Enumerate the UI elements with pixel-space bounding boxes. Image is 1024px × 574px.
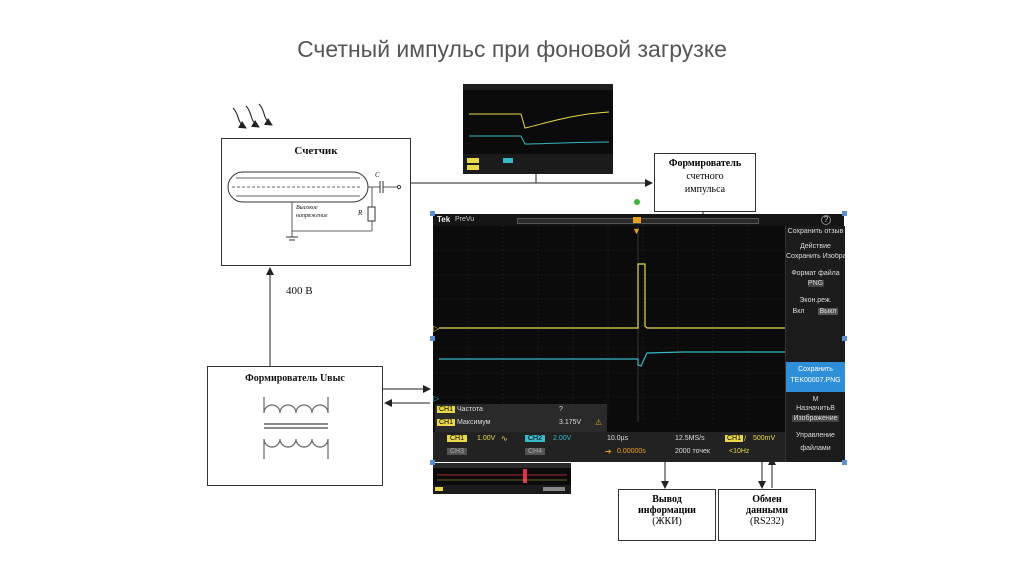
pulse-shaper-box: Формирователь счетного импульса [654,153,756,212]
ch1-marker: ▷ [433,324,440,333]
trigger-marker: ▼ [632,226,641,236]
ch2-badge[interactable]: CH2 [525,435,546,442]
display-line2: информации [638,505,696,516]
thumbnail-bottom-waveforms [433,463,571,494]
timebase[interactable]: 10.0µs [607,435,629,442]
transformer-symbol [263,397,329,459]
radiation-arrows [232,103,273,129]
ch1-badge[interactable]: CH1 [447,435,468,442]
eco-label: Экон.реж. [799,297,832,304]
trigger-frequency: <10Hz [729,448,750,455]
slide-title: Счетный импульс при фоновой загрузке [297,36,727,62]
trigger-ch-badge[interactable]: CH1 [725,435,744,442]
selection-handle[interactable] [430,336,435,341]
display-output-box: Вывод информации (ЖКИ) [618,489,716,541]
manage-files-label-2[interactable]: файлами [800,445,831,452]
exchange-line2: данными [746,505,788,516]
action-label: Действие [800,243,831,250]
side-menu: Сохранить отзыв Действие Сохранить Изобр… [785,226,845,462]
warning-icon: ⚠ [595,418,603,427]
eco-off-button[interactable]: Выкл [817,308,839,315]
scope-brand: Tek [437,215,451,224]
ch4-badge[interactable]: CH4 [525,448,546,455]
counter-cap-label: C [375,171,380,179]
measurement-row[interactable]: CH1 Максимум 3.175V ⚠ [435,418,607,430]
rotation-handle[interactable] [634,199,640,205]
scope-graticule: ▷ ▷ ▼ [433,226,785,422]
trigger-level: 500mV [753,435,776,442]
hv-shaper-box: Формирователь Uвыс [207,366,383,486]
eco-on-button[interactable]: Вкл [792,308,805,315]
scope-mode: PreVu [455,216,475,223]
trigger-slope-icon: / [744,434,747,443]
sample-rate: 12.5MS/s [675,435,705,442]
selection-handle[interactable] [842,460,847,465]
selection-handle[interactable] [430,211,435,216]
exchange-line3: (RS232) [750,516,784,527]
oscilloscope-screen: Tek PreVu ? ▷ ▷ ▼ CH1 Частота ? [433,214,845,462]
status-bar: CH1 1.00V ∿ CH2 2.00V CH3 CH4 10.0µs 12.… [433,432,785,462]
ch2-scale: 2.00V [553,435,572,442]
data-exchange-box: Обмен данными (RS232) [718,489,816,541]
hv-shaper-label: Формирователь Uвыс [245,373,345,384]
selection-handle[interactable] [430,460,435,465]
ch2-marker: ▷ [433,394,440,403]
measurement-name: Частота [457,406,483,413]
assign-value-button[interactable]: Изображение [792,415,839,422]
scope-top-bar: Tek PreVu ? [433,214,844,226]
ch1-coupling-icon: ∿ [501,434,508,443]
display-line1: Вывод [652,494,682,505]
counter-hv-label-1: Высокое [296,205,318,211]
action-value-button[interactable]: Сохранить Изображение [786,253,845,260]
ch3-badge[interactable]: CH3 [447,448,468,455]
counter-res-label: R [358,209,363,217]
assign-label: НазначитьВ [796,405,835,412]
measurement-row[interactable]: CH1 Частота ? [435,405,607,417]
pulse-shaper-line3: импульса [684,184,726,195]
scope-thumbnail-bottom [433,463,571,494]
display-line3: (ЖКИ) [652,516,682,527]
measurement-value: ? [559,406,563,413]
horizontal-position: 0.00000s [617,448,646,455]
record-window [633,217,641,223]
record-length: 2000 точек [675,448,710,455]
thumbnail-top-waveforms [463,84,613,174]
side-menu-title: Сохранить отзыв [787,228,844,235]
ch2-trace [439,351,785,367]
measurements-panel: CH1 Частота ? CH1 Максимум 3.175V ⚠ [435,404,607,432]
save-button[interactable]: Сохранить TEK00007.PNG [786,362,845,392]
measurement-name: Максимум [457,419,491,426]
measurement-ch: CH1 [437,419,456,426]
save-label: Сохранить [798,366,833,373]
format-label: Формат файла [791,270,840,277]
save-file: TEK00007.PNG [790,377,841,384]
position-arrow-icon: ➔ [605,447,612,456]
pulse-shaper-line2: счетного [686,171,724,182]
assign-marker: M [812,396,819,403]
measurement-ch: CH1 [437,406,456,413]
ch1-scale: 1.00V [477,435,496,442]
ch1-trace [439,263,785,329]
format-value-button[interactable]: PNG [807,280,824,287]
selection-handle[interactable] [842,211,847,216]
counter-box: Счетчик C R Высокое напряжение [221,138,411,266]
voltage-label: 400 В [286,285,313,297]
selection-handle[interactable] [842,336,847,341]
counter-label: Счетчик [294,145,338,157]
manage-files-label-1[interactable]: Управление [796,432,835,439]
scope-thumbnail-top [463,84,613,174]
measurement-value: 3.175V [559,419,582,426]
exchange-line1: Обмен [752,494,782,505]
geiger-tube-schematic [227,171,402,241]
pulse-shaper-line1: Формирователь [668,158,742,169]
help-icon[interactable]: ? [821,215,831,225]
counter-hv-label-2: напряжение [296,213,328,219]
